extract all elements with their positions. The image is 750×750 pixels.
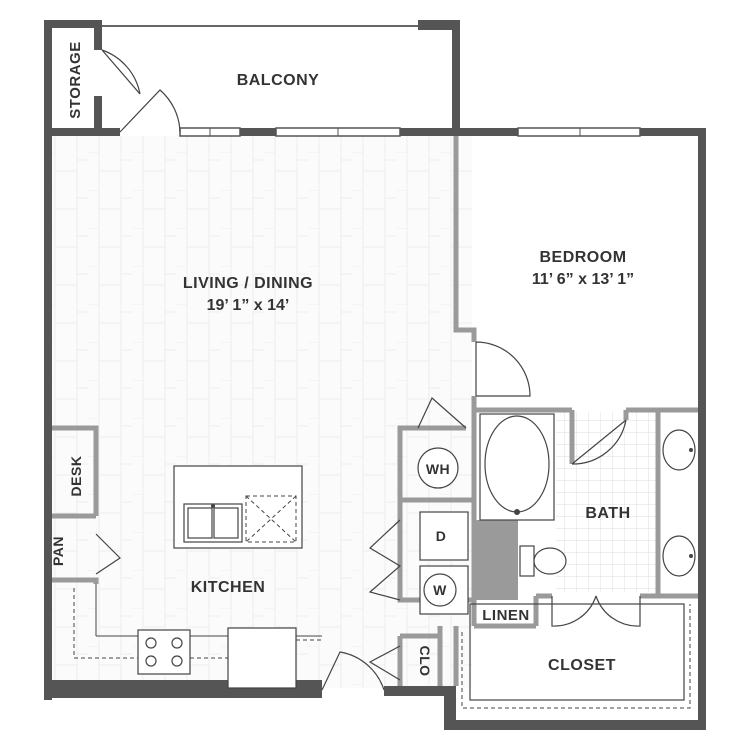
closet-label: CLOSET	[548, 657, 616, 674]
balcony-label: BALCONY	[237, 72, 320, 89]
closet-shelf	[469, 603, 685, 701]
kitchen-label: KITCHEN	[191, 579, 266, 596]
plumbing-chase	[476, 520, 518, 600]
bath-label: BATH	[585, 505, 630, 522]
vanity-sinks	[662, 429, 696, 577]
refrigerator	[227, 627, 297, 689]
toilet	[519, 545, 567, 577]
water-heater-label: WH	[426, 461, 450, 477]
pantry-label: PAN	[50, 536, 66, 566]
interior-walls	[52, 136, 698, 686]
closet-rod	[461, 604, 691, 709]
dryer	[419, 511, 469, 561]
bathtub	[479, 413, 555, 521]
bedroom-label: BEDROOM	[539, 249, 626, 266]
water-heater	[417, 447, 459, 489]
clo-label: CLO	[417, 645, 433, 676]
living-dining-floor	[52, 136, 472, 688]
washer	[419, 565, 469, 615]
dryer-label: D	[436, 528, 447, 544]
desk-label: DESK	[68, 456, 84, 497]
storage-label: STORAGE	[67, 41, 84, 118]
living-dining-dimensions: 19’ 1” x 14’	[207, 297, 290, 314]
range-stove	[137, 629, 191, 675]
living-dining-label: LIVING / DINING	[183, 275, 313, 292]
counter-upper-cabinets	[73, 588, 322, 659]
doors	[95, 49, 641, 691]
dishwasher	[245, 495, 297, 543]
kitchen-sink	[183, 503, 243, 543]
bedroom-dimensions: 11’ 6” x 13’ 1”	[532, 271, 634, 288]
washer-label: W	[433, 582, 447, 598]
linen-label: LINEN	[482, 607, 530, 624]
balcony-outline	[94, 20, 460, 132]
